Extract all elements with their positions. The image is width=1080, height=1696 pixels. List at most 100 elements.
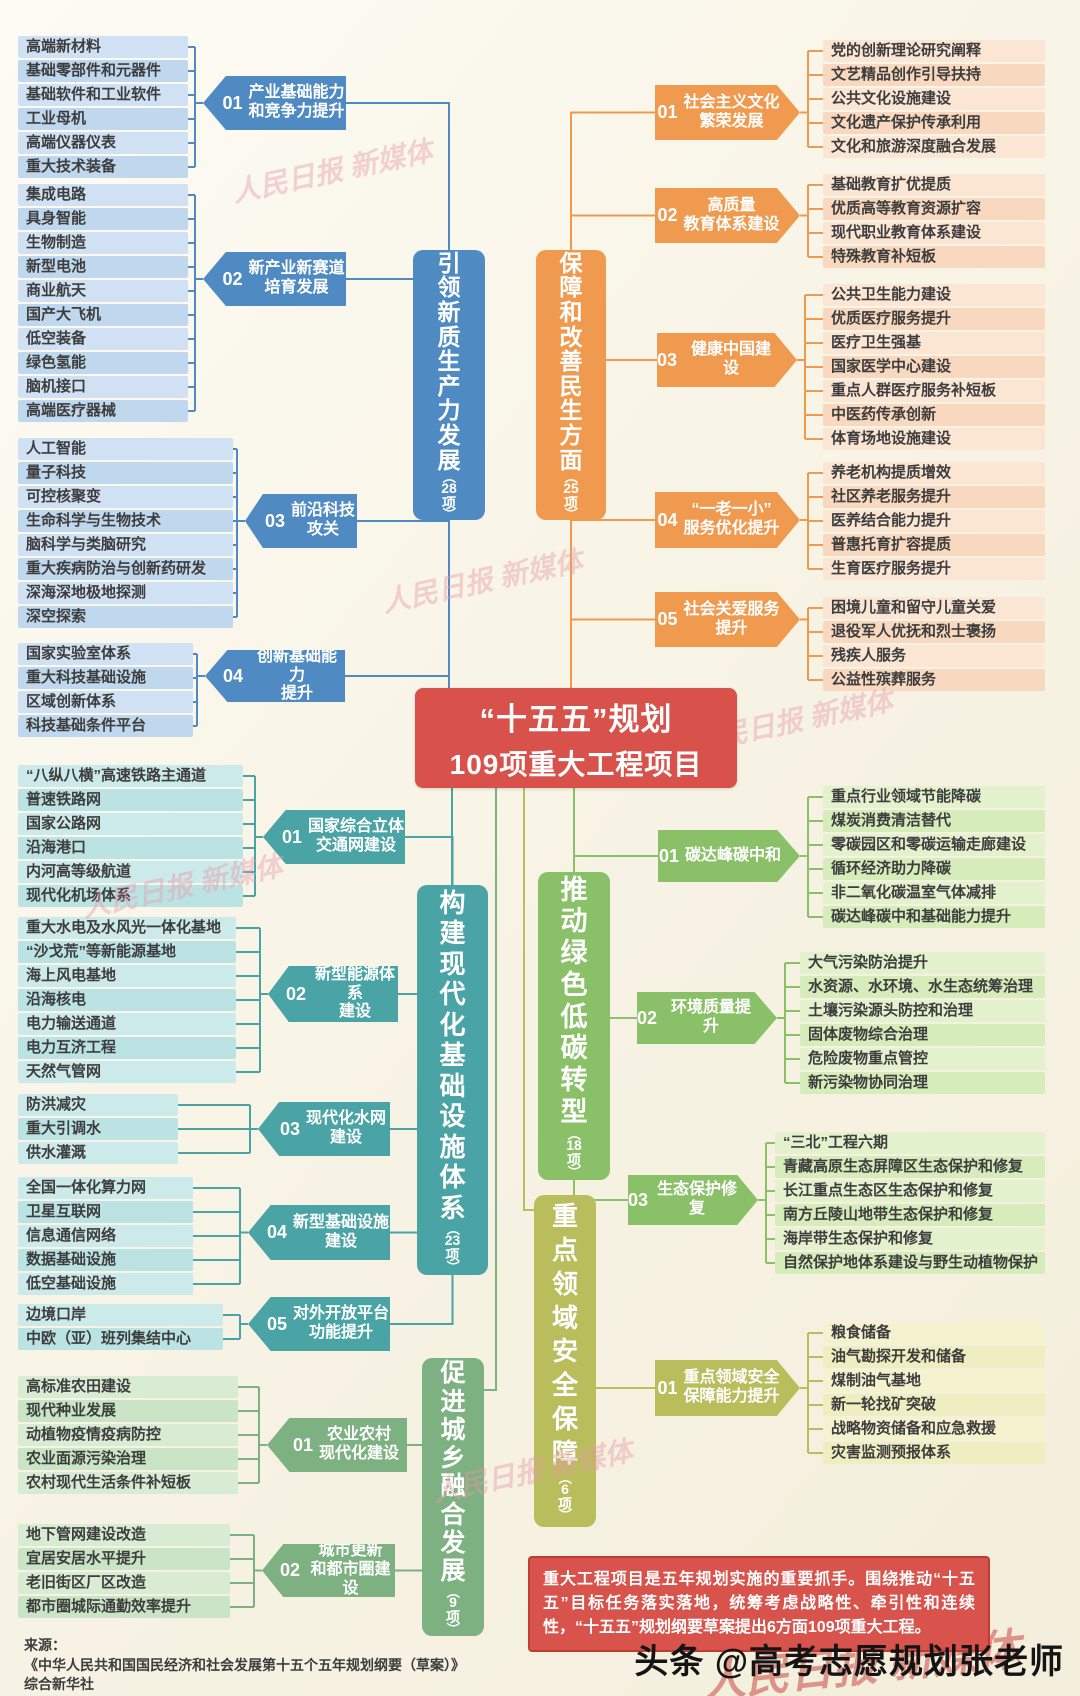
list-item: “沙戈荒”等新能源基地 xyxy=(18,941,236,963)
group-label: 新产业新赛道培育发展 xyxy=(249,260,345,298)
branch-bar-char: 产 xyxy=(437,372,461,399)
list-item: 退役军人优抚和烈士褒扬 xyxy=(823,621,1045,643)
list-item: 灾害监测预报体系 xyxy=(823,1442,1045,1464)
list-item: 信息通信网络 xyxy=(18,1225,193,1247)
group-label-line: 健康中国建设 xyxy=(691,341,772,377)
branch-bar-char: 面 xyxy=(559,446,583,473)
group-number: 01 xyxy=(222,92,243,113)
branch-bar-char: 生 xyxy=(437,348,461,375)
group-label-line: 对外开放平台 xyxy=(293,1305,390,1323)
branch-bar-char: 城 xyxy=(440,1415,466,1444)
list-item: 生育医疗服务提升 xyxy=(823,558,1045,580)
list-item: 医疗卫生强基 xyxy=(823,332,1045,354)
branch-bar-char: 发 xyxy=(440,1529,466,1558)
group-label-line: 农业农村 xyxy=(327,1426,392,1444)
branch-bar-char: 点 xyxy=(551,1234,578,1265)
list-item: 困境儿童和留守儿童关爱 xyxy=(823,597,1045,619)
group-label: 社会主义文化繁荣发展 xyxy=(684,94,780,132)
branch-bar-char: 新 xyxy=(437,298,461,325)
group-label: 对外开放平台功能提升 xyxy=(293,1305,389,1343)
group-number: 04 xyxy=(223,665,244,686)
list-item: 海上风电基地 xyxy=(18,965,236,987)
branch-bar-char: 动 xyxy=(560,906,588,937)
list-item: 国家实验室体系 xyxy=(18,643,193,665)
list-item: 卫星互联网 xyxy=(18,1201,193,1223)
group-label: 健康中国建设 xyxy=(683,341,779,379)
group-label-line: 服务优化提升 xyxy=(683,520,780,537)
branch-bar-char: 展 xyxy=(437,446,461,473)
branch-bar-char: 进 xyxy=(440,1387,466,1416)
group-label-line: 保障能力提升 xyxy=(683,1388,780,1405)
group-number: 01 xyxy=(281,826,302,847)
list-item: 党的创新理论研究阐释 xyxy=(823,40,1045,62)
branch-count-seg: ） xyxy=(557,1508,573,1522)
branch-count-seg: 18 xyxy=(566,1137,582,1154)
branch-bar-char: 础 xyxy=(439,1070,466,1101)
group-number: 02 xyxy=(222,268,243,289)
branch-bar-char: 融 xyxy=(440,1472,466,1501)
group-number: 02 xyxy=(657,205,678,225)
list-item: 长江重点生态区生态保护和修复 xyxy=(775,1180,1045,1202)
list-item: 文化遗产保护传承利用 xyxy=(823,112,1045,134)
list-item: 优质医疗服务提升 xyxy=(823,308,1045,330)
list-item: “三北”工程六期 xyxy=(775,1132,1045,1154)
branch-bar-char: 发 xyxy=(437,422,461,448)
list-item: 可控核聚变 xyxy=(18,486,233,508)
list-item: 大气污染防治提升 xyxy=(800,952,1045,974)
branch-bar-char: 保 xyxy=(551,1404,578,1435)
group-badge-xinzhi-02: 02 新产业新赛道培育发展 xyxy=(203,252,346,306)
source-label: 来源： xyxy=(24,1637,66,1653)
branch-bar-char: 化 xyxy=(439,1009,466,1040)
list-item: 农业面源污染治理 xyxy=(18,1448,238,1470)
list-item: 零碳园区和零碳运输走廊建设 xyxy=(823,834,1045,856)
branch-bar-char: 代 xyxy=(439,979,466,1010)
branch-count-seg: ） xyxy=(441,507,457,521)
list-item: 文艺精品创作引导扶持 xyxy=(823,64,1045,86)
list-item: 天然气管网 xyxy=(18,1061,236,1083)
group-label-line: 高质量 xyxy=(707,196,756,214)
branch-bar-char: 安 xyxy=(551,1336,578,1367)
branch-bar-char: 善 xyxy=(559,348,583,375)
list-item: 工业母机 xyxy=(18,108,188,130)
list-item: 低空基础设施 xyxy=(18,1273,193,1295)
list-item: 沿海核电 xyxy=(18,989,236,1011)
list-item: 危险废物重点管控 xyxy=(800,1048,1045,1070)
list-item: 优质高等教育资源扩容 xyxy=(823,198,1045,220)
central-title-line2: 109项重大工程项目 xyxy=(449,748,703,780)
branch-bar-char: 生 xyxy=(559,397,583,424)
branch-bar-char: 展 xyxy=(440,1557,466,1586)
branch-count-seg: 项 xyxy=(446,1609,460,1626)
group-number: 03 xyxy=(264,510,285,531)
list-item: 粮食储备 xyxy=(823,1322,1045,1344)
list-item: 高标准农田建设 xyxy=(18,1376,238,1398)
list-item: 中欧（亚）班列集结中心 xyxy=(18,1328,223,1350)
branch-bar-char: 方 xyxy=(559,422,583,448)
list-item: 残疾人服务 xyxy=(823,645,1045,667)
branch-bar-char: 低 xyxy=(560,1001,588,1032)
group-label: 国家综合立体交通网建设 xyxy=(308,818,404,856)
branch-bar-char: 建 xyxy=(439,918,466,949)
branch-count-seg: （ xyxy=(445,1222,461,1236)
branch-bar-char: 转 xyxy=(560,1064,588,1095)
group-label-line: 产业基础能力 xyxy=(248,84,345,102)
list-item: 碳达峰碳中和基础能力提升 xyxy=(823,906,1045,928)
list-item: 国家医学中心建设 xyxy=(823,356,1045,378)
list-item: 油气勘探开发和储备 xyxy=(823,1346,1045,1368)
branch-bar-char: 色 xyxy=(560,969,588,1000)
list-item: 普速铁路网 xyxy=(18,789,243,811)
list-item: 特殊教育补短板 xyxy=(823,246,1045,268)
branch-count-seg: 项 xyxy=(441,494,456,511)
list-item: 新污染物协同治理 xyxy=(800,1072,1045,1094)
branch-count-seg: （ xyxy=(557,1471,573,1485)
list-item: 青藏高原生态屏障区生态保护和修复 xyxy=(775,1156,1045,1178)
